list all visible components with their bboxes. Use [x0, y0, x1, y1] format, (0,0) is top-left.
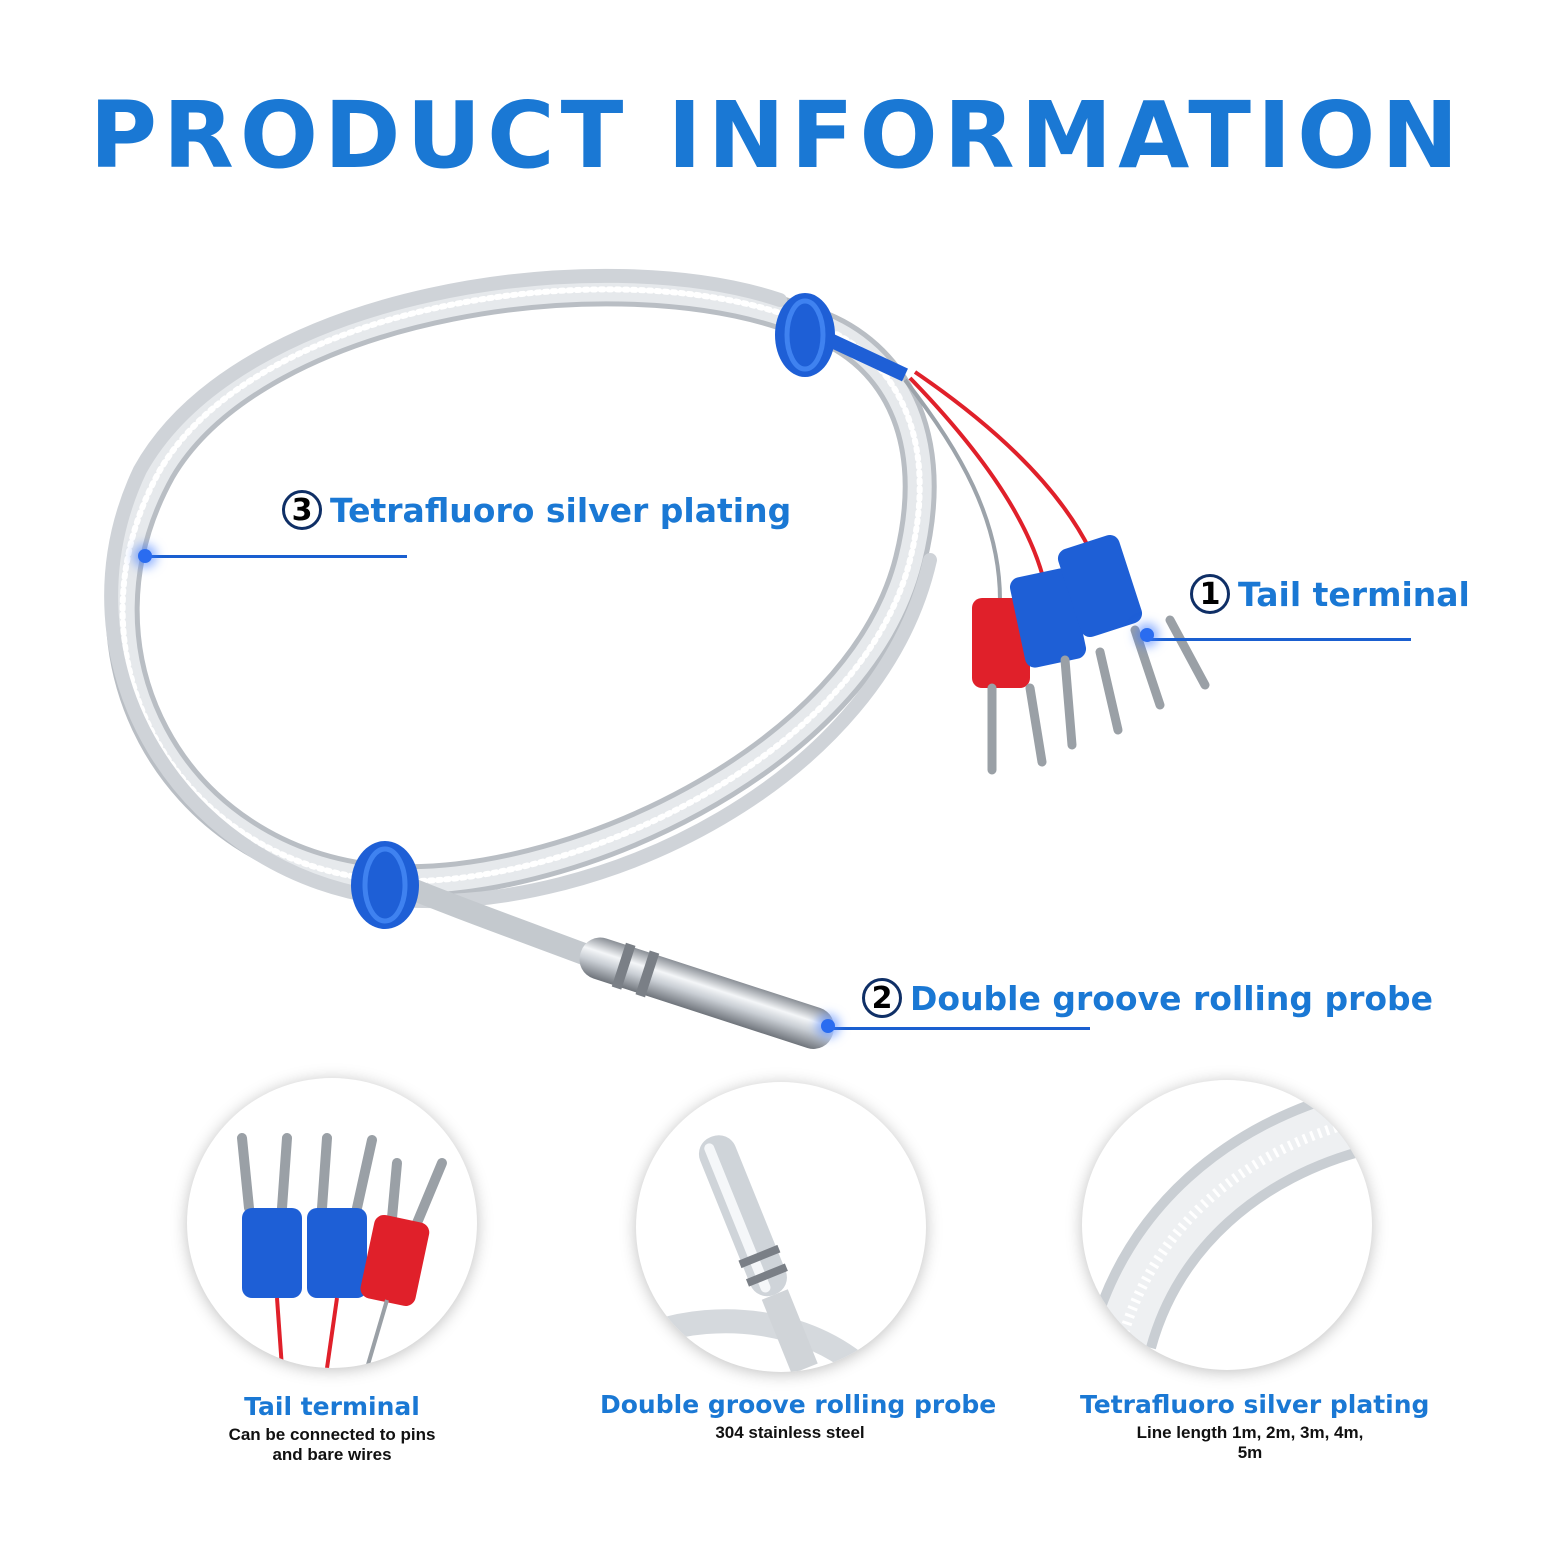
callout-line-1	[1145, 638, 1411, 641]
detail-title-probe: Double groove rolling probe	[600, 1390, 997, 1419]
callout-probe: 2 Double groove rolling probe	[862, 978, 1433, 1018]
callout-label-2: Double groove rolling probe	[910, 978, 1434, 1018]
page-title: PRODUCT INFORMATION	[89, 82, 1465, 189]
callout-dot-1	[1140, 628, 1154, 642]
callout-dot-2	[821, 1019, 835, 1033]
braided-cable	[104, 268, 937, 971]
terminal-blue-middle	[1009, 568, 1123, 750]
detail-caption-probe: Double groove rolling probe 304 stainles…	[600, 1390, 997, 1443]
detail-subtitle-cable: Line length 1m, 2m, 3m, 4m, 5m	[1136, 1423, 1364, 1462]
detail-circle-cable	[1082, 1080, 1372, 1370]
callout-dot-3	[138, 549, 152, 563]
callout-label-1: Tail terminal	[1238, 574, 1470, 614]
sensor-cable-illustration	[104, 268, 1210, 1049]
blue-tie-bottom	[351, 841, 419, 929]
blue-tie-top	[775, 293, 835, 377]
callout-line-3	[145, 555, 407, 558]
detail-subtitle-probe: 304 stainless steel	[715, 1423, 865, 1442]
detail-caption-cable: Tetrafluoro silver plating Line length 1…	[1080, 1390, 1430, 1463]
terminal-blue-right	[1057, 534, 1210, 710]
detail-circle-probe	[636, 1082, 926, 1372]
callout-tail-terminal: 1 Tail terminal	[1190, 574, 1470, 614]
callout-label-3: Tetrafluoro silver plating	[330, 490, 792, 530]
callout-number-1: 1	[1190, 574, 1230, 614]
callout-line-2	[830, 1027, 1090, 1030]
detail-title-terminals: Tail terminal	[244, 1392, 420, 1421]
detail-subtitle-terminals: Can be connected to pins and bare wires	[228, 1425, 436, 1464]
terminal-red	[972, 598, 1047, 775]
callout-number-3: 3	[282, 490, 322, 530]
detail-circle-terminals	[187, 1078, 477, 1368]
callout-tetrafluoro: 3 Tetrafluoro silver plating	[282, 490, 791, 530]
detail-caption-terminals: Tail terminal Can be connected to pins a…	[172, 1392, 492, 1465]
lead-wires	[827, 333, 1092, 601]
callout-number-2: 2	[862, 978, 902, 1018]
steel-probe	[579, 937, 835, 1049]
detail-title-cable: Tetrafluoro silver plating	[1080, 1390, 1430, 1419]
